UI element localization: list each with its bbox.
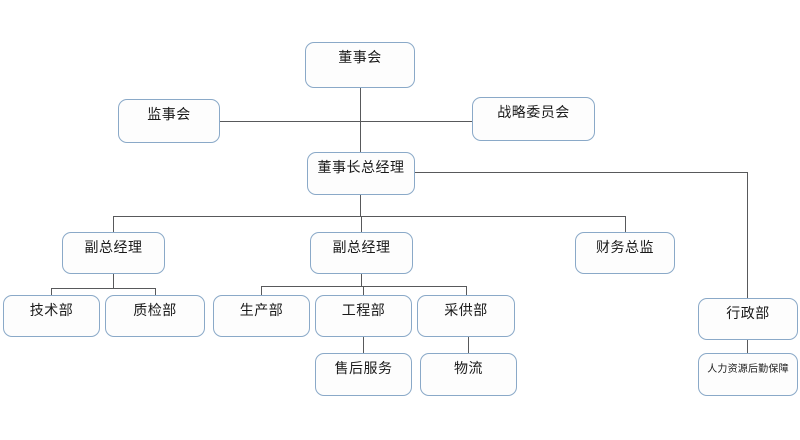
connector-engineering-riser [363, 286, 364, 295]
connector-procurement-to-logi [468, 337, 469, 353]
connector-tech-riser [51, 288, 52, 295]
connector-vp-left-riser [113, 216, 114, 232]
org-node-procurement[interactable]: 采供部 [417, 295, 515, 337]
org-node-vp_left[interactable]: 副总经理 [62, 232, 165, 274]
org-node-engineering[interactable]: 工程部 [315, 295, 412, 337]
org-node-vp_mid[interactable]: 副总经理 [310, 232, 413, 274]
org-node-tech[interactable]: 技术部 [3, 295, 100, 337]
org-node-logistics[interactable]: 物流 [420, 353, 517, 396]
connector-trunk-to-strategy [360, 121, 472, 122]
org-node-board[interactable]: 董事会 [305, 42, 415, 88]
connector-level3-bus [113, 216, 625, 217]
connector-engineering-to-after [363, 337, 364, 353]
connector-vp-mid-riser [361, 216, 362, 232]
org-node-after_sales[interactable]: 售后服务 [315, 353, 412, 396]
connector-admin-column [747, 172, 748, 298]
connector-procurement-riser [466, 286, 467, 295]
connector-qc-riser [155, 288, 156, 295]
connector-chairman-right-run [415, 172, 747, 173]
connector-admin-to-hr [747, 340, 748, 353]
org-node-production[interactable]: 生产部 [213, 295, 310, 337]
connector-trunk-board-to-chairman [360, 88, 361, 152]
connector-vp-mid-drop [361, 274, 362, 286]
connector-vp-left-bus [51, 288, 155, 289]
org-node-hr_support[interactable]: 人力资源后勤保障 [698, 353, 798, 396]
org-node-cfo[interactable]: 财务总监 [575, 232, 675, 274]
org-node-supervisory[interactable]: 监事会 [118, 99, 220, 143]
connector-supervisory-to-trunk [220, 121, 360, 122]
org-node-strategy[interactable]: 战略委员会 [472, 97, 595, 141]
org-node-chairman_gm[interactable]: 董事长总经理 [307, 152, 415, 195]
org-node-qc[interactable]: 质检部 [105, 295, 205, 337]
connector-vp-left-drop [113, 274, 114, 288]
connector-chairman-drop [360, 195, 361, 216]
connector-production-riser [261, 286, 262, 295]
org-node-admin[interactable]: 行政部 [698, 298, 798, 340]
connector-cfo-riser [625, 216, 626, 232]
